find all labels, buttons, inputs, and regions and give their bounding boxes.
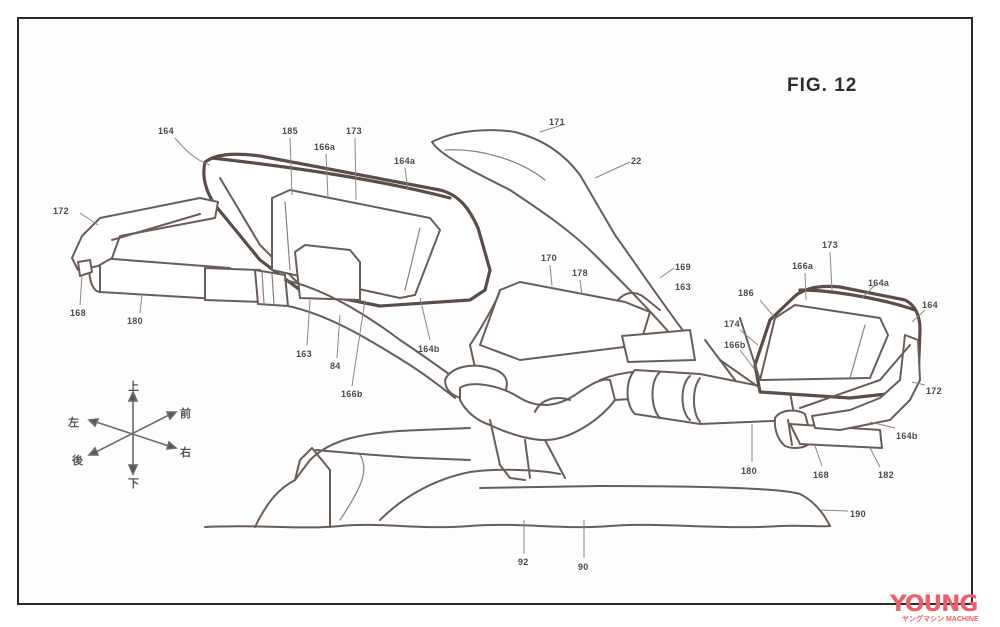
ref-label-84: 84: [330, 361, 341, 371]
ref-label-164b-right: 164b: [896, 431, 918, 441]
ref-label-173-left: 173: [346, 126, 362, 136]
logo-sub-en: MACHINE: [945, 616, 979, 623]
ref-label-186: 186: [738, 288, 754, 298]
ref-label-172-left: 172: [53, 206, 69, 216]
ref-label-178: 178: [572, 268, 588, 278]
ref-label-168-left: 168: [70, 308, 86, 318]
ref-label-173-right: 173: [822, 240, 838, 250]
ref-label-163-left: 163: [296, 349, 312, 359]
direction-indicator: [87, 390, 178, 476]
ref-label-166a-left: 166a: [314, 142, 336, 152]
logo-sub-jp: ヤングマシン: [902, 616, 944, 623]
ref-label-22: 22: [631, 156, 642, 166]
ref-label-174: 174: [724, 319, 740, 329]
direction-up-label: 上: [128, 380, 139, 393]
ref-label-90: 90: [578, 562, 589, 572]
ref-label-164: 164: [158, 126, 174, 136]
direction-left-label: 左: [68, 416, 79, 429]
ref-label-182: 182: [878, 470, 894, 480]
ref-label-185-left: 185: [282, 126, 298, 136]
ref-label-190: 190: [850, 509, 866, 519]
ref-label-180-right: 180: [741, 466, 757, 476]
logo-main-text: YOUNG: [890, 592, 978, 617]
logo-sub-text: ヤングマシン MACHINE: [902, 614, 979, 624]
figure-title: FIG. 12: [787, 75, 858, 96]
ref-label-92: 92: [518, 557, 529, 567]
ref-label-164a-left: 164a: [394, 156, 416, 166]
direction-front-label: 前: [180, 407, 191, 420]
ref-label-170: 170: [541, 253, 557, 263]
ref-label-164a-right: 164a: [868, 278, 890, 288]
ref-label-166a-right: 166a: [792, 261, 814, 271]
direction-right-label: 右: [180, 446, 191, 459]
ref-label-163-right: 163: [675, 282, 691, 292]
young-machine-logo: YOUNG ヤングマシン MACHINE: [890, 592, 1000, 627]
ref-label-171: 171: [549, 117, 565, 127]
direction-rear-label: 後: [72, 454, 83, 467]
ref-label-169: 169: [675, 262, 691, 272]
direction-down-label: 下: [128, 477, 139, 490]
ref-label-166b-left: 166b: [341, 389, 363, 399]
ref-label-166b-right: 166b: [724, 340, 746, 350]
ref-label-164-right: 164: [922, 300, 938, 310]
ref-label-168-right: 168: [813, 470, 829, 480]
ref-label-180-left: 180: [127, 316, 143, 326]
ref-label-164b-left: 164b: [418, 344, 440, 354]
ref-label-172-right: 172: [926, 386, 942, 396]
